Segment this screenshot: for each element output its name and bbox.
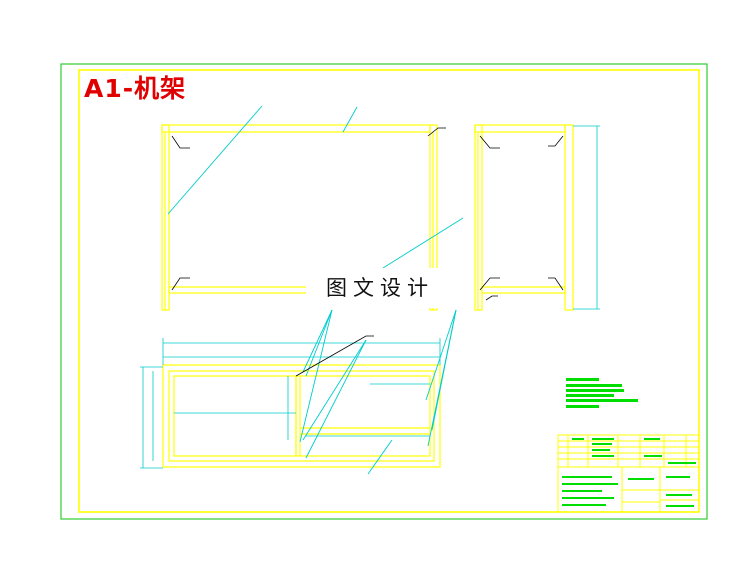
tech-notes bbox=[566, 378, 638, 408]
side-view bbox=[474, 124, 574, 311]
top-view-dimensions bbox=[140, 338, 441, 469]
title-block-text bbox=[562, 438, 696, 507]
leader-lines bbox=[167, 105, 464, 475]
side-view-dimension bbox=[573, 125, 600, 310]
outer-border bbox=[60, 63, 708, 520]
drawing-title: A1-机架 bbox=[84, 74, 187, 103]
top-view bbox=[162, 364, 441, 468]
title-block bbox=[557, 434, 700, 513]
inner-border bbox=[78, 69, 700, 513]
watermark: 图文设计 bbox=[306, 268, 454, 308]
weld-symbols bbox=[171, 127, 564, 377]
